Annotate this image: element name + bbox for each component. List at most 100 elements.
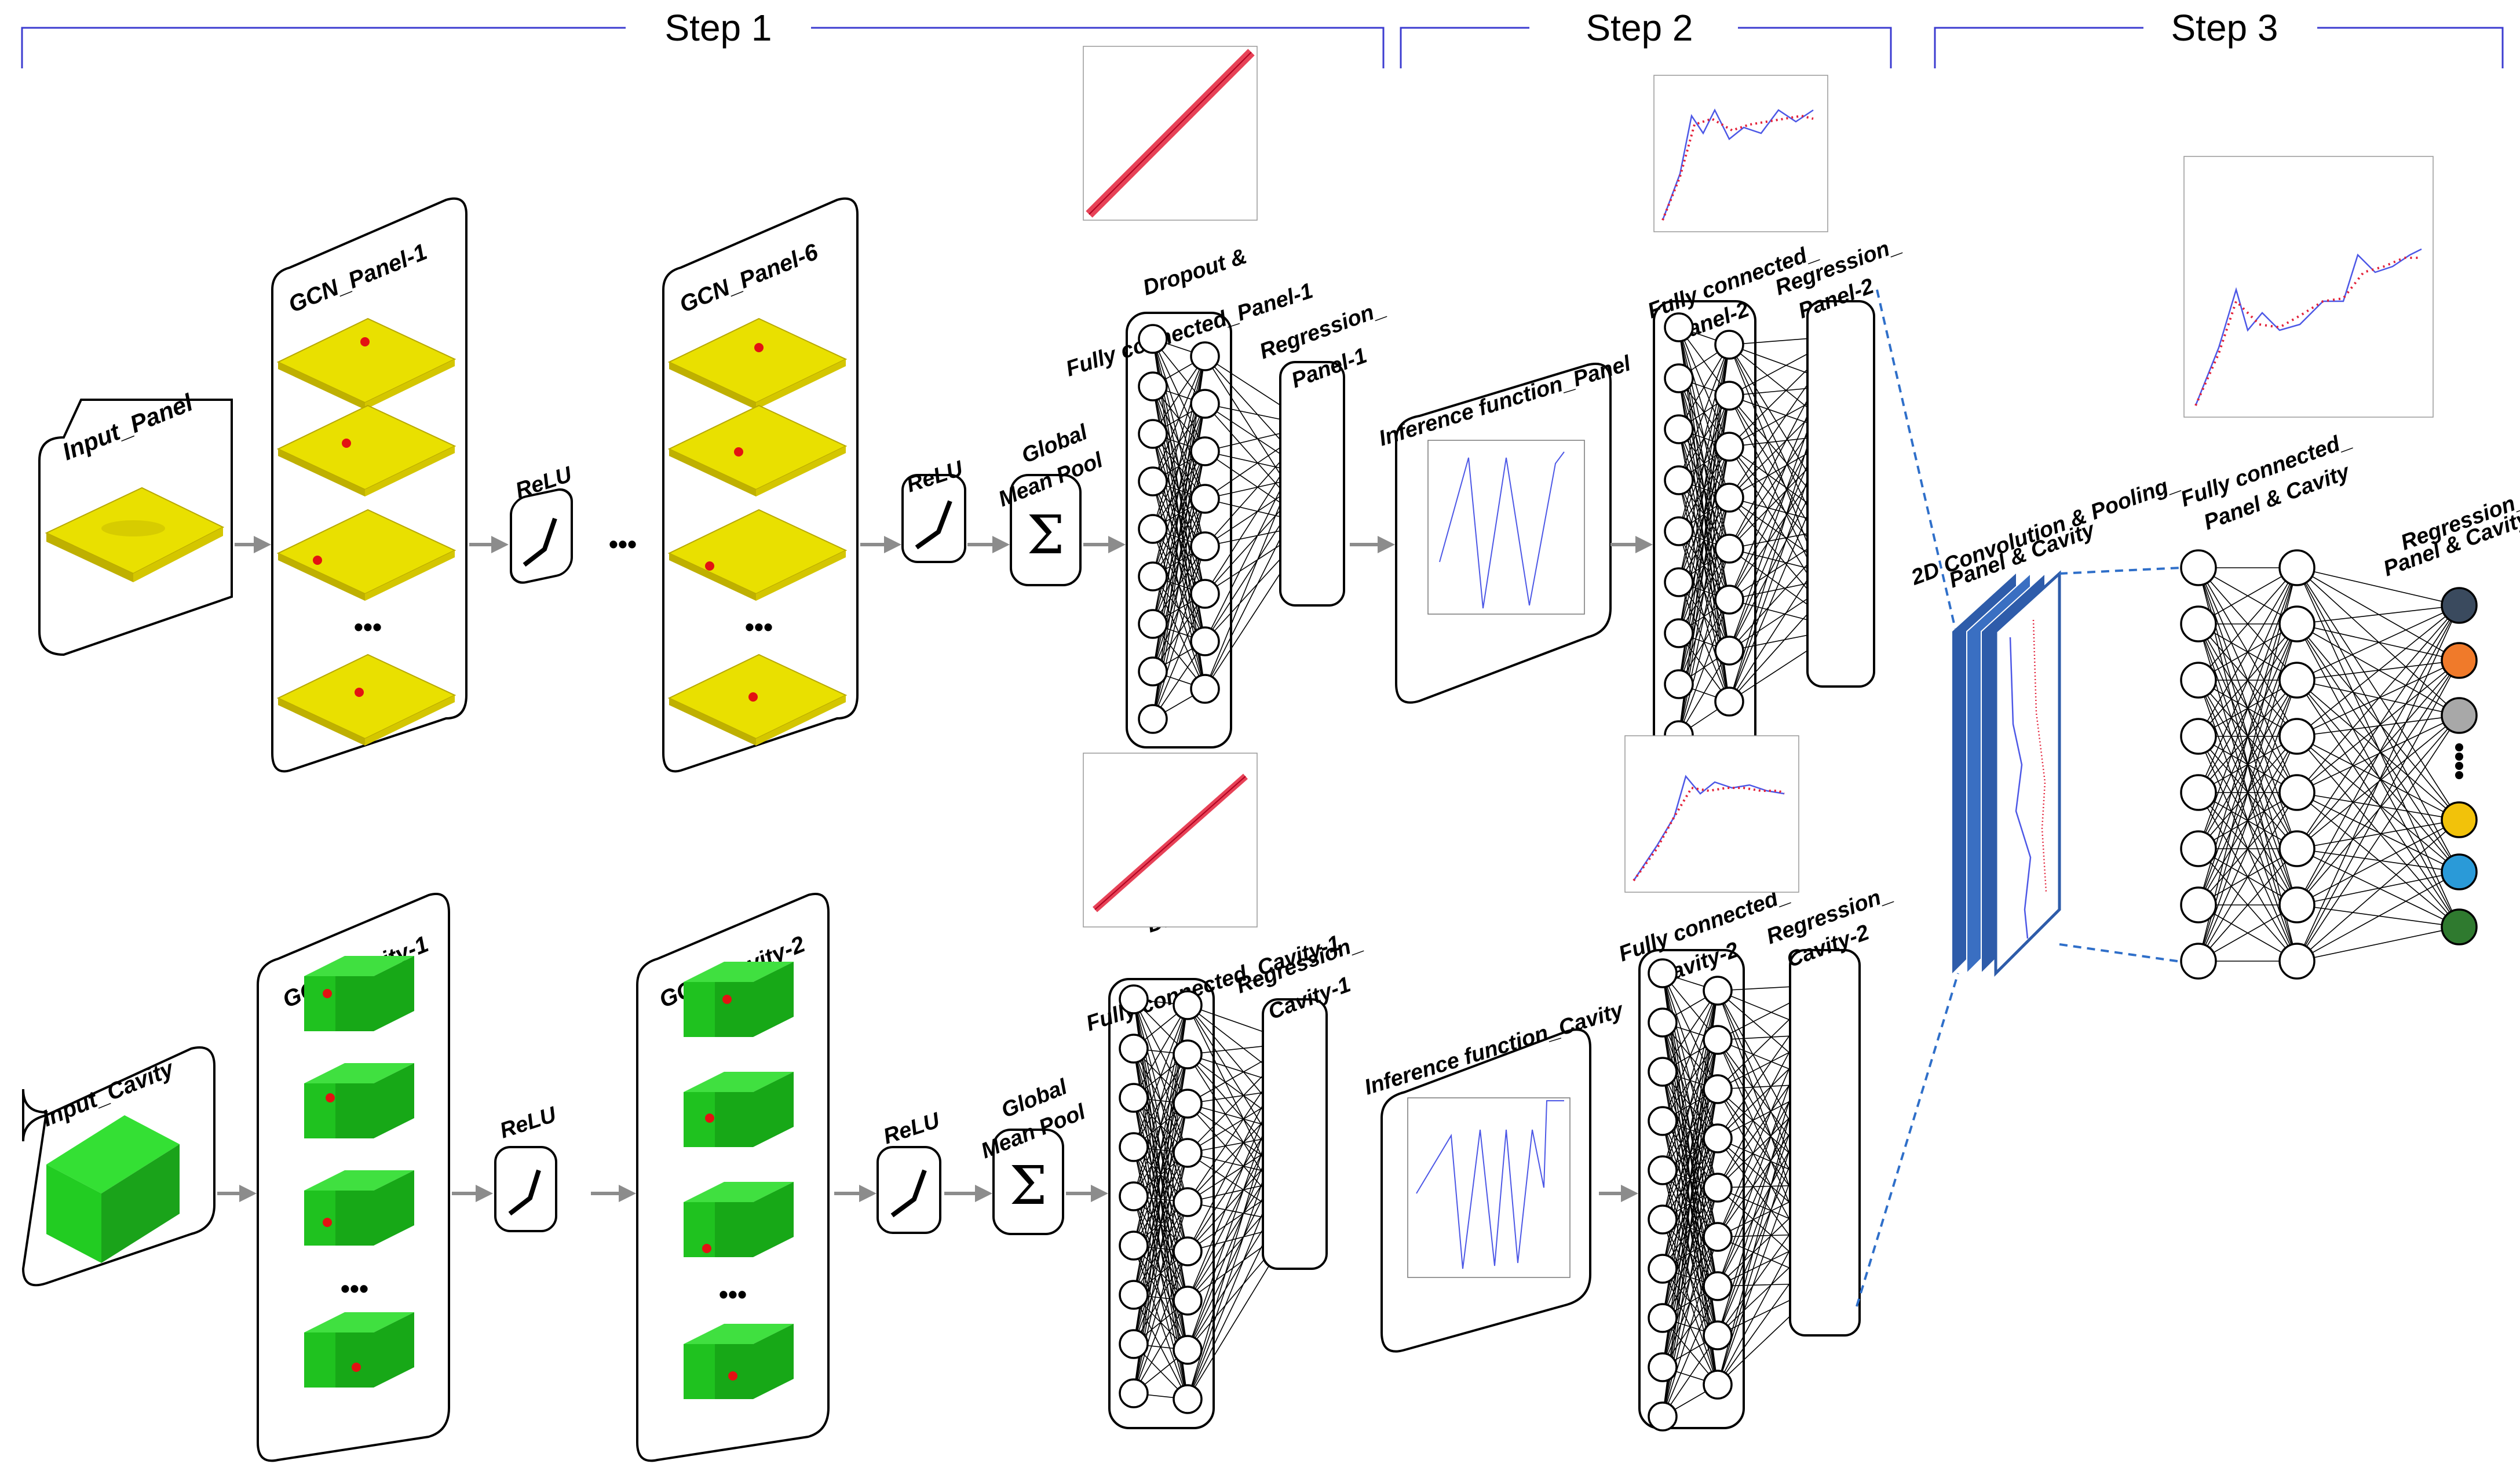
hidden-node — [1119, 1181, 1149, 1211]
output-node — [2441, 642, 2478, 679]
relu-panel2-icon — [915, 500, 952, 550]
cube-side — [715, 1072, 794, 1147]
network-edge — [2296, 819, 2460, 849]
hidden-node — [2180, 774, 2217, 811]
cube-top — [684, 962, 794, 982]
network-edge — [2198, 567, 2298, 793]
network-edge — [1678, 344, 1730, 736]
hidden-node — [1138, 704, 1168, 734]
node-marker — [323, 989, 332, 998]
output-node — [2441, 697, 2478, 734]
hidden-node — [1714, 636, 1744, 666]
gmp-panel-box — [1010, 474, 1082, 586]
relu-cavity1-box — [494, 1146, 557, 1232]
cube-front — [304, 1332, 335, 1388]
hidden-node — [1714, 381, 1744, 411]
network-edge — [2198, 567, 2298, 849]
network-edge — [2296, 848, 2460, 872]
hidden-node — [1190, 674, 1220, 704]
gcn-panel1-layer — [276, 509, 456, 601]
network-edge — [1678, 344, 1730, 532]
network-edge — [1152, 356, 1206, 482]
hidden-node — [1648, 1303, 1678, 1333]
network-edge — [2296, 623, 2460, 820]
step-brackets: Step 1 Step 2 Step 3 — [21, 7, 2504, 68]
hidden-node — [2278, 943, 2316, 980]
network-edge — [2296, 904, 2460, 928]
cavity-branch: Input_Cavity GCN_Cavity-1 ••• ReLU GCN_C… — [21, 881, 1896, 1462]
hidden-node — [1190, 626, 1220, 656]
network-edge — [2198, 567, 2298, 737]
network-edge — [1662, 1236, 1718, 1417]
gcn-panel6-layers: ••• — [667, 317, 848, 746]
hidden-node — [1138, 514, 1168, 544]
relu-panel2-box — [901, 474, 966, 563]
hidden-node — [1714, 534, 1744, 564]
hidden-node — [1119, 1034, 1149, 1064]
cube-top — [304, 1063, 414, 1083]
gmp-cavity-box — [992, 1129, 1064, 1235]
output-node — [2441, 801, 2478, 838]
hidden-node — [1173, 1236, 1203, 1266]
hidden-node — [1648, 1007, 1678, 1038]
hidden-node — [1190, 389, 1220, 419]
hidden-node — [1173, 1286, 1203, 1316]
network-edge — [2296, 567, 2460, 820]
step3-branch: 2D Convolution & Pooling_ Panel & Cavity… — [1856, 289, 2520, 1307]
hidden-node — [1703, 976, 1733, 1006]
network-edges — [2198, 567, 2460, 962]
gcn-panel1-ellipsis: ••• — [354, 612, 382, 642]
inference-panel-plot — [1427, 440, 1585, 615]
hidden-node — [1703, 1271, 1733, 1301]
hidden-node — [2180, 549, 2217, 586]
node-marker — [705, 1113, 714, 1123]
ellipsis-dot — [2455, 753, 2463, 761]
cube-front — [304, 1191, 335, 1246]
sum-panel-icon: Σ — [1027, 504, 1064, 566]
network-edge — [1133, 1005, 1188, 1197]
gcn-panel6-ellipsis: ••• — [745, 612, 773, 642]
network-edge — [1662, 990, 1718, 1368]
hidden-node — [1119, 1083, 1149, 1113]
hidden-node — [1173, 1384, 1203, 1414]
hidden-node — [1648, 1352, 1678, 1382]
network-edge — [1133, 1005, 1188, 1148]
network-edge — [2296, 567, 2460, 661]
hidden-node — [1173, 1089, 1203, 1119]
network-edge — [2296, 567, 2460, 872]
network-edge — [1662, 1039, 1718, 1417]
hidden-node — [1703, 1222, 1733, 1252]
network-edge — [2296, 792, 2460, 872]
cube-front — [684, 1202, 715, 1257]
hidden-node — [1138, 656, 1168, 687]
network-edge — [2296, 605, 2460, 737]
hidden-node — [1648, 1106, 1678, 1136]
panel-branch: Input_Panel GCN_Panel-1 — [38, 197, 1904, 773]
hidden-node — [1190, 484, 1220, 514]
hidden-node — [2278, 549, 2316, 586]
hidden-node — [2180, 718, 2217, 755]
gcn-panel1-layer — [276, 317, 456, 410]
network-edge — [2296, 926, 2460, 962]
cube-front — [304, 976, 335, 1031]
relu-cavity2-box — [876, 1146, 941, 1234]
network-edge — [1152, 356, 1206, 435]
network-edge — [1133, 1202, 1188, 1394]
gcn-panel1-layer — [276, 404, 456, 496]
network-edge — [1133, 1005, 1188, 1098]
hidden-node — [1648, 958, 1678, 988]
hidden-node — [1119, 1378, 1149, 1408]
gcn-panel6-layer — [667, 509, 848, 601]
hidden-node — [1703, 1025, 1733, 1055]
network-edge — [2296, 567, 2460, 606]
output-node — [2441, 908, 2478, 945]
network-edge — [1152, 593, 1206, 720]
relu-panel1-icon — [523, 517, 557, 567]
relu-panel1-box — [510, 488, 573, 584]
fc-combined-network — [2180, 549, 2478, 980]
hidden-node — [1173, 1138, 1203, 1168]
hidden-node — [1138, 371, 1168, 401]
hidden-node — [1664, 618, 1694, 648]
hidden-node — [1190, 579, 1220, 609]
